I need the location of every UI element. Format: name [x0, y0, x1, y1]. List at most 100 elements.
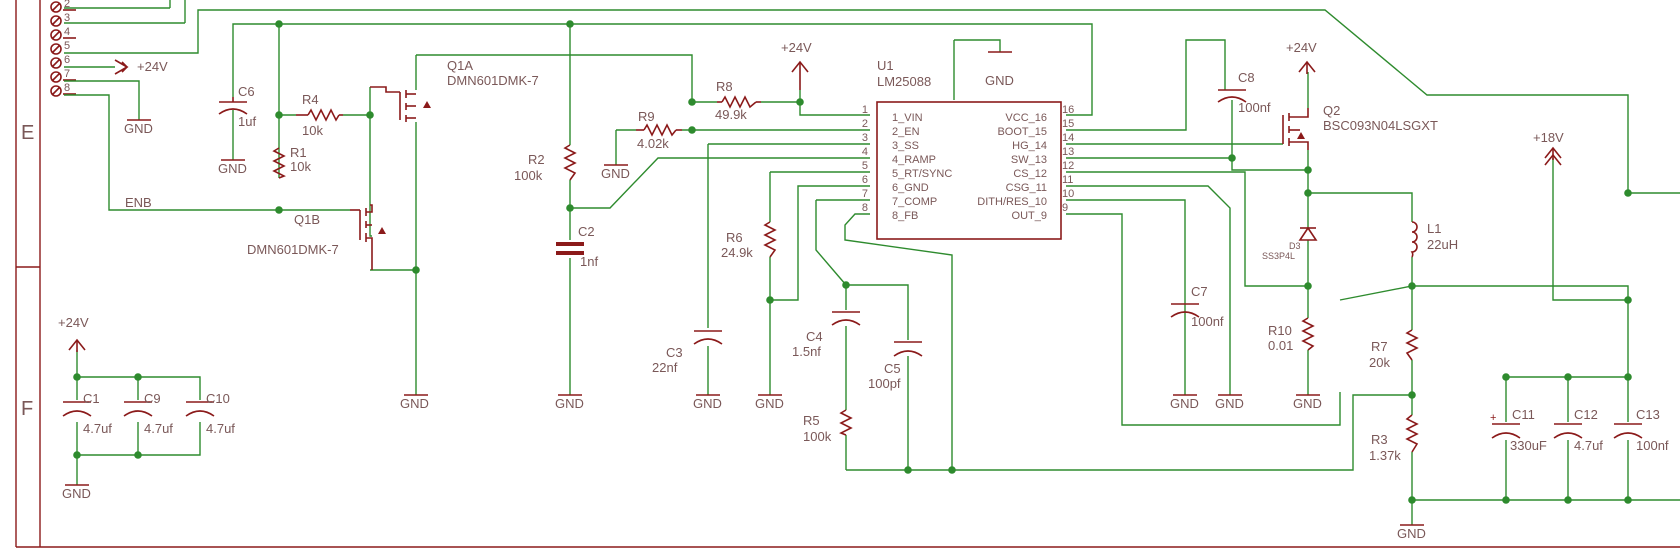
svg-text:Q1B: Q1B	[294, 212, 320, 227]
q1a-mosfet: Q1A DMN601DMK-7	[370, 58, 539, 122]
u1-pin16-label: VCC_16	[1005, 112, 1047, 124]
v24-symbol-connector: +24V	[114, 59, 168, 75]
svg-text:100k: 100k	[803, 429, 832, 444]
svg-text:GND: GND	[1293, 396, 1322, 411]
svg-text:C8: C8	[1238, 70, 1255, 85]
r3-resistor: R31.37k	[1369, 414, 1419, 463]
u1-controller-ic: U1 LM25088 1_VIN 2_EN 3_SS 4_RAMP 5_RT/S…	[862, 58, 1074, 240]
svg-text:GND: GND	[1397, 526, 1426, 541]
svg-text:C4: C4	[806, 329, 823, 344]
junctions	[73, 20, 1632, 504]
connector-pin-6: 6	[50, 54, 70, 69]
gnd-csg: GND	[1215, 394, 1244, 411]
svg-text:4.02k: 4.02k	[637, 136, 669, 151]
svg-text:R2: R2	[528, 152, 545, 167]
svg-text:C1: C1	[83, 391, 100, 406]
gnd-r6: GND	[755, 394, 784, 411]
svg-text:GND: GND	[555, 396, 584, 411]
svg-text:+24V: +24V	[58, 315, 89, 330]
connector-pin-4: 4	[50, 26, 76, 41]
connector-terminal-block: 2 3 4 5 6 7 8	[50, 0, 186, 97]
svg-text:D3: D3	[1289, 241, 1301, 251]
svg-text:C11: C11	[1512, 407, 1535, 422]
svg-text:R10: R10	[1268, 323, 1292, 338]
connector-pin-7: 7	[50, 68, 76, 83]
svg-text:+: +	[1490, 412, 1496, 424]
u1-pin7-label: 7_COMP	[892, 196, 937, 208]
svg-text:2: 2	[862, 118, 868, 130]
u1-pin15-label: BOOT_15	[997, 126, 1047, 138]
svg-text:100k: 100k	[514, 168, 543, 183]
svg-text:GND: GND	[693, 396, 722, 411]
u1-pin5-label: 5_RT/SYNC	[892, 168, 952, 180]
svg-text:22uH: 22uH	[1427, 237, 1458, 252]
svg-text:SS3P4L: SS3P4L	[1262, 251, 1295, 261]
svg-text:+24V: +24V	[137, 59, 168, 74]
svg-text:R5: R5	[803, 413, 820, 428]
u1-pin2-label: 2_EN	[892, 126, 920, 138]
u1-pin1-label: 1_VIN	[892, 112, 923, 124]
u1-pin3-label: 3_SS	[892, 140, 919, 152]
svg-text:R8: R8	[716, 79, 733, 94]
svg-text:0.01: 0.01	[1268, 338, 1293, 353]
gnd-output: GND	[1397, 524, 1426, 541]
svg-text:100pf: 100pf	[868, 376, 901, 391]
gnd-u1: GND	[985, 51, 1014, 88]
svg-text:4.7uf: 4.7uf	[206, 421, 235, 436]
d3-diode: D3 SS3P4L	[1262, 226, 1318, 261]
c1-capacitor: C14.7uf	[62, 391, 112, 436]
r9-resistor: R94.02k	[636, 109, 682, 151]
l1-inductor: L1 22uH	[1410, 221, 1458, 258]
u1-pin12-label: CS_12	[1013, 168, 1047, 180]
svg-text:11: 11	[1062, 174, 1073, 186]
gnd-r9: GND	[601, 164, 630, 181]
u1-pin8-label: 8_FB	[892, 210, 918, 222]
svg-text:7: 7	[64, 68, 70, 80]
svg-text:15: 15	[1062, 118, 1074, 130]
svg-text:6: 6	[64, 54, 70, 66]
svg-text:22nf: 22nf	[652, 360, 678, 375]
connector-pin-8: 8	[50, 82, 76, 97]
svg-text:R6: R6	[726, 230, 743, 245]
c10-capacitor: C10 4.7uf	[185, 391, 235, 436]
svg-text:20k: 20k	[1369, 355, 1390, 370]
svg-text:6: 6	[862, 174, 868, 186]
svg-text:Q1A: Q1A	[447, 58, 473, 73]
svg-text:C13: C13	[1636, 407, 1660, 422]
svg-text:+18V: +18V	[1533, 130, 1564, 145]
svg-text:R1: R1	[290, 145, 307, 160]
svg-text:Q2: Q2	[1323, 103, 1340, 118]
svg-text:16: 16	[1062, 104, 1074, 116]
svg-text:5: 5	[862, 160, 868, 172]
svg-text:13: 13	[1062, 146, 1074, 158]
svg-text:2: 2	[64, 0, 70, 10]
u1-ref: U1	[877, 58, 894, 73]
u1-pin6-label: 6_GND	[892, 182, 929, 194]
svg-text:3: 3	[862, 132, 868, 144]
svg-text:330uF: 330uF	[1510, 438, 1547, 453]
svg-text:1: 1	[862, 104, 868, 116]
svg-text:BSC093N04LSGXT: BSC093N04LSGXT	[1323, 118, 1438, 133]
svg-text:C9: C9	[144, 391, 161, 406]
svg-text:C6: C6	[238, 84, 255, 99]
svg-text:1nf: 1nf	[580, 254, 598, 269]
svg-text:C10: C10	[206, 391, 230, 406]
svg-text:R7: R7	[1371, 339, 1388, 354]
svg-text:C7: C7	[1191, 284, 1208, 299]
svg-text:GND: GND	[601, 166, 630, 181]
svg-text:10k: 10k	[302, 123, 323, 138]
svg-text:GND: GND	[1170, 396, 1199, 411]
svg-text:4: 4	[64, 26, 70, 38]
u1-pin9-label: OUT_9	[1012, 210, 1047, 222]
